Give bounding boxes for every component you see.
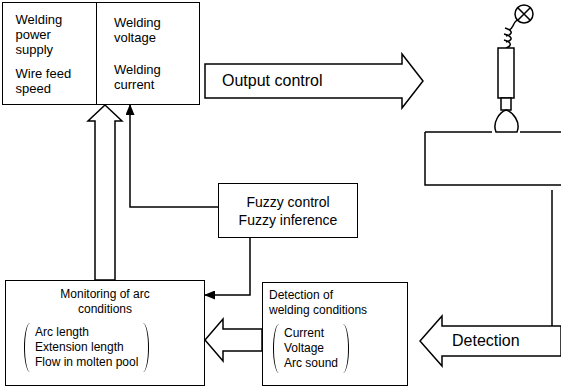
- node-text: Arc length: [35, 325, 138, 340]
- node-text: Extension length: [35, 340, 138, 355]
- node-text: Arc sound: [284, 356, 338, 371]
- connector-arrow: [205, 238, 250, 295]
- detection-box: Detection of welding conditionsCurrentVo…: [262, 282, 408, 386]
- control-output-box: Welding power supplyWire feed speedWeldi…: [2, 2, 200, 105]
- node-text: Welding current: [114, 62, 182, 92]
- workpiece: [425, 132, 561, 185]
- output-arrow: [205, 54, 423, 108]
- detection-line: [551, 190, 553, 326]
- node-text: Detection of welding conditions: [269, 288, 369, 318]
- fuzzy-box: Fuzzy controlFuzzy inference: [218, 183, 358, 238]
- node-text: Fuzzy inference: [239, 211, 338, 229]
- arrow-label: Output control: [222, 72, 323, 90]
- detection-arrow: [420, 316, 561, 366]
- node-text: Wire feed speed: [16, 66, 84, 96]
- hollow-arrow: [88, 105, 122, 280]
- text-column: Welding voltageWelding current: [97, 3, 199, 104]
- node-text: Welding voltage: [114, 15, 182, 45]
- bracket: Arc lengthExtension lengthFlow in molten…: [24, 323, 149, 372]
- node-text: Fuzzy control: [246, 193, 329, 211]
- text-column: Welding power supplyWire feed speed: [3, 3, 97, 104]
- monitoring-box: Monitoring of arc conditionsArc lengthEx…: [5, 280, 205, 386]
- connector-arrow: [130, 105, 218, 207]
- node-text: Current: [284, 326, 338, 341]
- hollow-arrow: [205, 319, 262, 361]
- node-text: Monitoring of arc conditions: [50, 287, 160, 317]
- node-text: Voltage: [284, 341, 338, 356]
- arrow-label: Detection: [452, 332, 520, 350]
- node-text: Flow in molten pool: [35, 355, 138, 370]
- bracket: CurrentVoltageArc sound: [273, 324, 349, 373]
- node-text: Welding power supply: [16, 12, 84, 57]
- welding-torch: [495, 5, 533, 132]
